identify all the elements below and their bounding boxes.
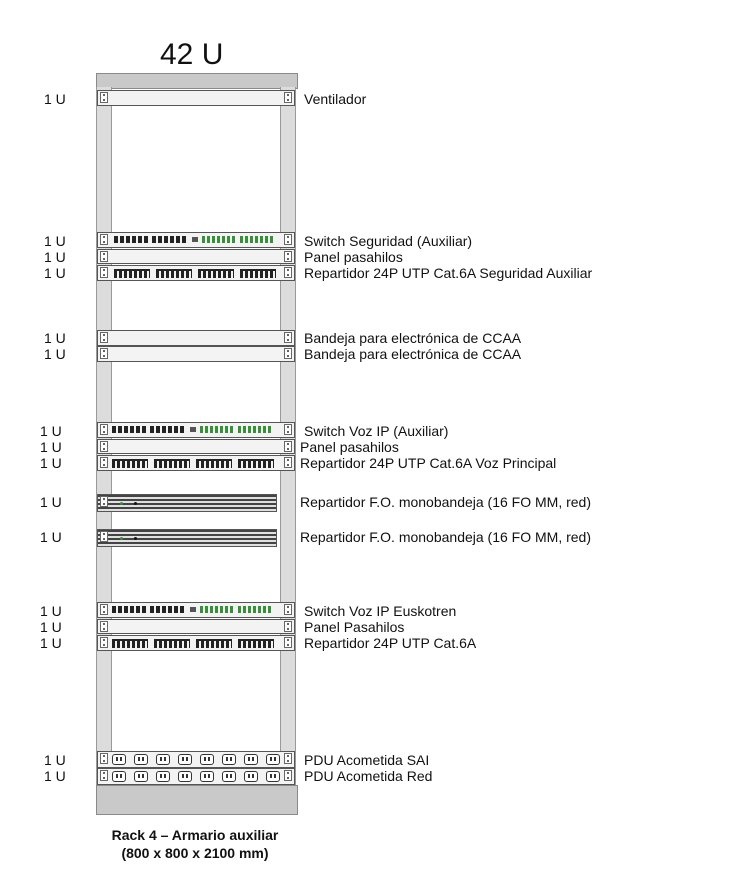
rack-bottom-frame (96, 785, 298, 815)
device-label: Switch Voz IP (Auxiliar) (304, 423, 449, 439)
unit-label: 1 U (40, 635, 62, 651)
rack-device-cable-panel (97, 439, 295, 454)
unit-label: 1 U (44, 249, 66, 265)
rack-device-pdu (97, 751, 295, 768)
device-label: Repartidor 24P UTP Cat.6A (304, 635, 477, 651)
device-label: Panel pasahilos (300, 439, 399, 455)
rack-caption-name: Rack 4 – Armario auxiliar (111, 827, 279, 843)
rack-device-fiber-panel (97, 494, 277, 512)
device-label: Bandeja para electrónica de CCAA (304, 346, 522, 362)
unit-label: 1 U (44, 233, 66, 249)
rack-caption-dimensions: (800 x 800 x 2100 mm) (121, 845, 269, 861)
rack-device-patch-panel (97, 265, 295, 281)
rack-device-pdu (97, 768, 295, 785)
device-label: PDU Acometida SAI (304, 752, 430, 768)
unit-label: 1 U (40, 619, 62, 635)
unit-label: 1 U (44, 768, 66, 784)
unit-label: 1 U (40, 494, 62, 510)
rack-device-cable-panel (97, 619, 295, 634)
device-label: Bandeja para electrónica de CCAA (304, 330, 522, 346)
unit-label: 1 U (44, 752, 66, 768)
rack-device-switch (97, 602, 295, 618)
device-label: Repartidor 24P UTP Cat.6A Voz Principal (300, 455, 557, 471)
unit-label: 1 U (40, 423, 62, 439)
rack-device-switch (97, 232, 295, 248)
rack-device-tray (97, 330, 295, 346)
rack-device-cable-panel (97, 249, 295, 264)
rack-device-tray (97, 346, 295, 362)
unit-label: 1 U (44, 330, 66, 346)
unit-label: 1 U (40, 529, 62, 545)
device-label: Switch Voz IP Euskotren (304, 603, 457, 619)
rack-device-patch-panel (97, 635, 295, 651)
device-label: Panel Pasahilos (304, 619, 405, 635)
rack-device-fan (97, 90, 295, 106)
unit-label: 1 U (40, 603, 62, 619)
unit-label: 1 U (40, 455, 62, 471)
device-label: Switch Seguridad (Auxiliar) (304, 233, 473, 249)
unit-label: 1 U (40, 439, 62, 455)
device-label: Repartidor 24P UTP Cat.6A Seguridad Auxi… (304, 265, 593, 281)
rack-device-switch (97, 422, 295, 438)
rack-top-frame (96, 73, 298, 89)
device-label: Repartidor F.O. monobandeja (16 FO MM, r… (300, 494, 592, 510)
unit-label: 1 U (44, 265, 66, 281)
device-label: Ventilador (304, 91, 367, 107)
rack-device-fiber-panel (97, 529, 277, 547)
rack-size-title: 42 U (160, 38, 224, 71)
device-label: Repartidor F.O. monobandeja (16 FO MM, r… (300, 529, 592, 545)
device-label: Panel pasahilos (304, 249, 403, 265)
unit-label: 1 U (44, 346, 66, 362)
rack-caption: Rack 4 – Armario auxiliar (800 x 800 x 2… (70, 826, 320, 862)
unit-label: 1 U (44, 91, 66, 107)
rack-device-patch-panel (97, 455, 295, 471)
device-label: PDU Acometida Red (304, 768, 433, 784)
